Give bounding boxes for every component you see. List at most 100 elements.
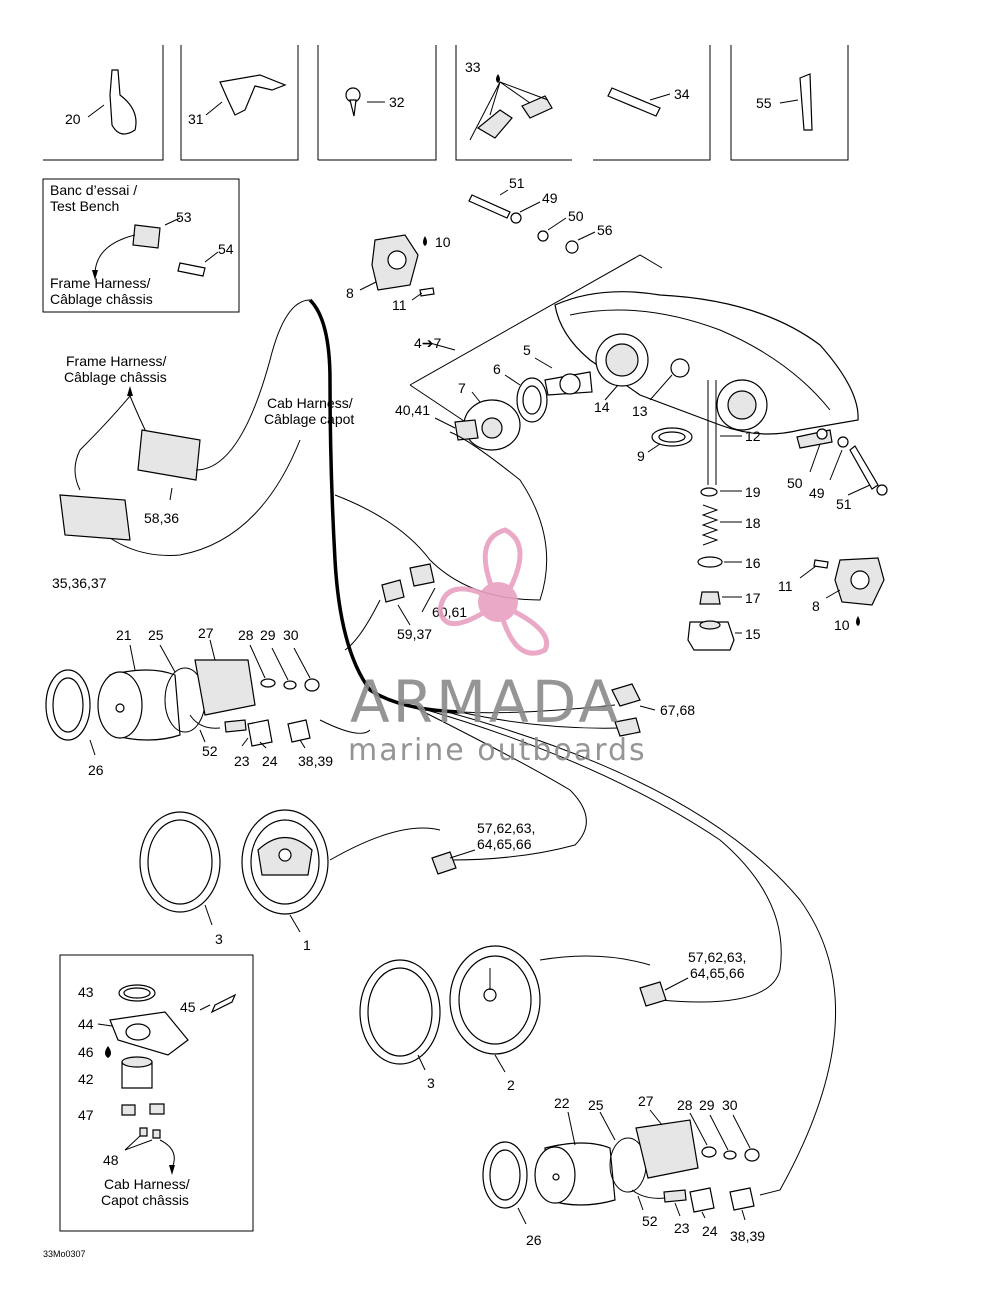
callout-50b: 50	[787, 475, 803, 491]
callout-11a: 11	[392, 297, 407, 313]
callout-52b: 52	[642, 1213, 658, 1229]
part-9: 9	[637, 427, 693, 464]
bolt-stack-top: 51 49 50 56	[468, 175, 613, 254]
callout-55: 55	[756, 95, 772, 111]
callout-25b: 25	[588, 1097, 604, 1113]
callout-30a: 30	[283, 627, 299, 643]
accessory-box: 43 45 44 46 42 47 48 Cab Harness/ Capot …	[59, 954, 254, 1232]
test-bench-title-1: Banc d’essai /	[50, 182, 137, 198]
callout-51a: 51	[509, 175, 525, 191]
gauge-assembly-bottom: 26 22 25 27 28 29 30 52 23 24 38,39	[482, 1093, 765, 1248]
callout-56: 56	[597, 222, 613, 238]
callout-48: 48	[103, 1152, 119, 1168]
inset-box-32: 32	[317, 45, 437, 161]
gauge-2-assembly: 3 2 57,62,63, 64,65,66	[359, 945, 746, 1093]
callout-10a: 10	[435, 234, 451, 250]
headlight-assembly	[554, 291, 859, 485]
test-bench-harness-1: Frame Harness/	[50, 275, 150, 291]
test-bench-box: Banc d’essai / Test Bench 53 54 Frame Ha…	[42, 178, 240, 313]
connectors-59-60: 60,61 59,37	[381, 563, 467, 642]
callout-57b-2: 64,65,66	[690, 965, 745, 981]
callout-14: 14	[594, 399, 610, 415]
callout-6: 6	[493, 361, 501, 377]
callout-54: 54	[218, 241, 234, 257]
frame-harness-label-2: Câblage châssis	[64, 369, 167, 385]
callout-50a: 50	[568, 208, 584, 224]
callout-17: 17	[745, 590, 761, 606]
callout-47: 47	[78, 1107, 94, 1123]
part-8-top: 10 8 11	[346, 234, 451, 313]
callout-12: 12	[745, 428, 761, 444]
cab-harness2-label-1: Cab Harness/	[104, 1176, 190, 1192]
callout-15: 15	[745, 626, 761, 642]
propeller-logo	[437, 527, 549, 656]
callout-45: 45	[180, 999, 196, 1015]
test-bench-harness-2: Câblage châssis	[50, 291, 153, 307]
bolt-stack-right: 50 49 51	[787, 428, 888, 512]
frame-harness-area: Frame Harness/ Câblage châssis 58,36 35,…	[52, 299, 311, 591]
watermark-subtitle: marine outboards	[348, 733, 647, 768]
callout-49b: 49	[809, 485, 825, 501]
callout-27a: 27	[198, 625, 214, 641]
callout-5: 5	[523, 342, 531, 358]
callout-38-39a: 38,39	[298, 753, 333, 769]
callout-33: 33	[465, 59, 481, 75]
callout-22: 22	[554, 1095, 570, 1111]
callout-1: 1	[303, 937, 311, 953]
callout-8a: 8	[346, 285, 354, 301]
callout-28b: 28	[677, 1097, 693, 1113]
inset-box-55: 55	[730, 45, 849, 161]
callout-10b: 10	[834, 617, 850, 633]
callout-58-36: 58,36	[144, 510, 179, 526]
inset-box-20: 20	[43, 45, 164, 161]
callout-4-7: 4➔7	[414, 335, 442, 351]
callout-11b: 11	[778, 578, 793, 594]
gauge-assembly-top: 26 21 25 27 28 29 30 52 23 24 38,39	[45, 625, 333, 778]
callout-13: 13	[632, 403, 648, 419]
callout-53: 53	[176, 209, 192, 225]
callout-23b: 23	[674, 1220, 690, 1236]
part-8-right: 11 8 10	[778, 557, 885, 633]
test-bench-title-2: Test Bench	[50, 198, 119, 214]
cab-harness2-label-2: Capot châssis	[101, 1192, 189, 1208]
diagram-id: 33Mo0307	[43, 1249, 86, 1259]
callout-30b: 30	[722, 1097, 738, 1113]
callout-29b: 29	[699, 1097, 715, 1113]
callout-57b-1: 57,62,63,	[688, 949, 746, 965]
callout-18: 18	[745, 515, 761, 531]
callout-23a: 23	[234, 753, 250, 769]
inset-box-33-34: 33 34	[455, 45, 711, 161]
callout-27b: 27	[638, 1093, 654, 1109]
callout-26a: 26	[88, 762, 104, 778]
callout-25a: 25	[148, 627, 164, 643]
callout-2: 2	[507, 1077, 515, 1093]
callout-9: 9	[637, 448, 645, 464]
watermark: ARMADA marine outboards	[348, 527, 647, 768]
cab-harness-label-2: Câblage capot	[264, 411, 354, 427]
callout-20: 20	[65, 111, 81, 127]
callout-67-68: 67,68	[660, 702, 695, 718]
callout-34: 34	[674, 86, 690, 102]
callout-26b: 26	[526, 1232, 542, 1248]
callout-51b: 51	[836, 496, 852, 512]
callout-29a: 29	[260, 627, 276, 643]
cab-harness-label-1: Cab Harness/	[267, 395, 353, 411]
callout-35-36-37: 35,36,37	[52, 575, 107, 591]
callout-19: 19	[745, 484, 761, 500]
callout-40-41: 40,41	[395, 402, 430, 418]
callout-43: 43	[78, 984, 94, 1000]
gauge-1-assembly: 3 1 57,62,63, 64,65,66	[139, 809, 535, 953]
callout-49a: 49	[542, 190, 558, 206]
callout-16: 16	[745, 555, 761, 571]
callout-32: 32	[389, 94, 405, 110]
callout-60-61: 60,61	[432, 604, 467, 620]
callout-57a-2: 64,65,66	[477, 836, 532, 852]
cab-harness-cable	[308, 298, 461, 714]
callout-46: 46	[78, 1044, 94, 1060]
callout-7: 7	[458, 380, 466, 396]
callout-3b: 3	[427, 1075, 435, 1091]
connectors-67-68: 67,68	[611, 683, 695, 737]
callout-28a: 28	[238, 627, 254, 643]
callout-31: 31	[188, 111, 204, 127]
